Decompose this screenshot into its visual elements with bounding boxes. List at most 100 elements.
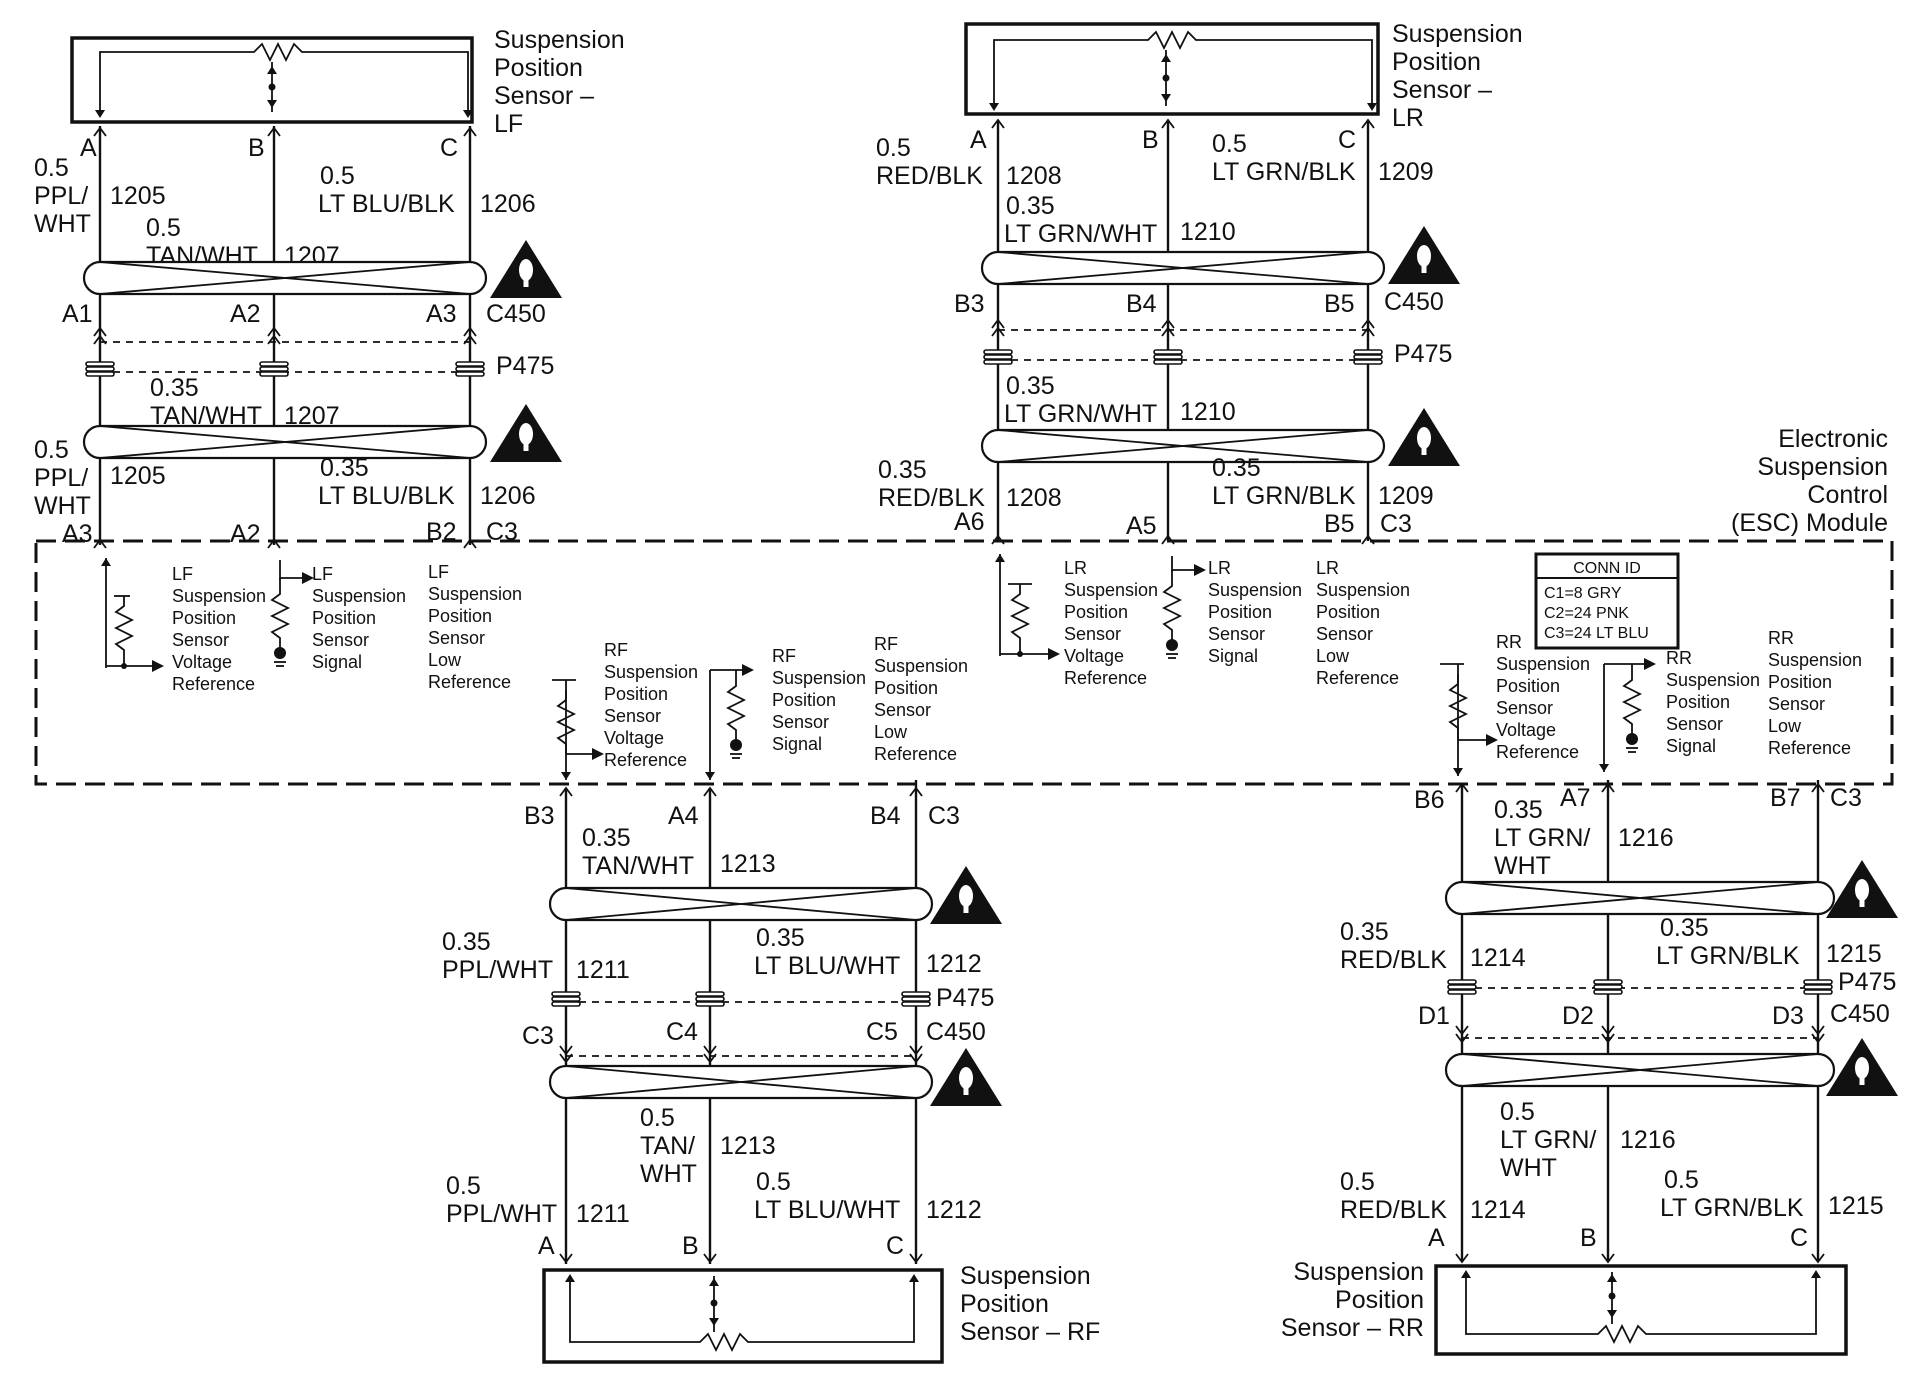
sensor-name-line: Suspension <box>1392 20 1523 48</box>
wire-color: PPL/ <box>34 464 88 492</box>
warning-icon <box>1388 408 1460 466</box>
pin-label: A6 <box>954 508 985 536</box>
wire-size: 0.5 <box>320 162 355 190</box>
pin-label: B7 <box>1770 784 1801 812</box>
connector-name: C450 <box>486 300 546 328</box>
circuit-number: 1214 <box>1470 1196 1526 1224</box>
circuit-number: 1212 <box>926 950 982 978</box>
function-label: Sensor <box>604 706 661 726</box>
function-label: Suspension <box>1208 580 1302 600</box>
splice-pack <box>551 991 581 1007</box>
sensor-name-line: Sensor – <box>1392 76 1492 104</box>
lr-section: Suspension Position Sensor – LR A B C 0.… <box>876 20 1523 688</box>
wire-size: 0.5 <box>756 1168 791 1196</box>
wire-size: 0.5 <box>146 214 181 242</box>
pin-label: C <box>886 1232 904 1260</box>
wire-size: 0.5 <box>640 1104 675 1132</box>
lf-signal-circuit: LF Suspension Position Sensor Signal <box>269 560 406 672</box>
pin-label: C4 <box>666 1018 698 1046</box>
wire-color: LT GRN/BLK <box>1656 942 1800 970</box>
rf-signal-circuit: RF Suspension Position Sensor Signal <box>705 646 866 780</box>
pin-label: A7 <box>1560 784 1591 812</box>
pin-label: B <box>682 1232 699 1260</box>
splice-pack <box>259 361 289 377</box>
splice-pack <box>1153 349 1183 365</box>
function-label: Sensor <box>1496 698 1553 718</box>
wire-color: RED/BLK <box>878 484 985 512</box>
warning-icon <box>1388 226 1460 284</box>
warning-icon <box>1826 860 1898 918</box>
function-label: LR <box>1064 558 1087 578</box>
splice-pack <box>983 349 1013 365</box>
function-label: Reference <box>874 744 957 764</box>
pin-label: B4 <box>1126 290 1157 318</box>
pin-label: B3 <box>524 802 555 830</box>
function-label: Sensor <box>1768 694 1825 714</box>
pin-label: A5 <box>1126 512 1157 540</box>
pin-label: D1 <box>1418 1002 1450 1030</box>
lr-low-reference-label: LR Suspension Position Sensor Low Refere… <box>1316 558 1410 688</box>
rf-voltage-reference-circuit: RF Suspension Position Sensor Voltage Re… <box>552 640 698 780</box>
splice-pack <box>695 991 725 1007</box>
splice-pack <box>455 361 485 377</box>
wire-color: LT GRN/WHT <box>1004 220 1157 248</box>
lf-section: Suspension Position Sensor – LF A B C 0.… <box>34 26 625 694</box>
pin-label: C5 <box>866 1018 898 1046</box>
function-label: Suspension <box>604 662 698 682</box>
wire-color: LT GRN/ <box>1494 824 1590 852</box>
function-label: RF <box>772 646 796 666</box>
rr-signal-circuit: RR Suspension Position Sensor Signal <box>1599 648 1760 772</box>
warning-icon <box>490 404 562 462</box>
pin-label: A <box>538 1232 555 1260</box>
lf-voltage-reference-circuit: LF Suspension Position Sensor Voltage Re… <box>101 558 266 694</box>
function-label: Low <box>428 650 462 670</box>
pin-label: C <box>1338 126 1356 154</box>
function-label: Sensor <box>1064 624 1121 644</box>
circuit-number: 1208 <box>1006 484 1062 512</box>
function-label: Signal <box>312 652 362 672</box>
sensor-name-line: Sensor – <box>494 82 594 110</box>
wire-size: 0.35 <box>1494 796 1543 824</box>
function-label: RR <box>1666 648 1692 668</box>
pin-label: A3 <box>426 300 457 328</box>
wire-color: TAN/WHT <box>582 852 694 880</box>
connector-name: C3 <box>928 802 960 830</box>
splice-name: P475 <box>1838 968 1896 996</box>
sensor-name-line: Position <box>1392 48 1481 76</box>
function-label: Suspension <box>1064 580 1158 600</box>
pin-label: A <box>970 126 987 154</box>
wire-size: 0.5 <box>446 1172 481 1200</box>
pin-label: B6 <box>1414 786 1445 814</box>
pin-label: B <box>1580 1224 1597 1252</box>
function-label: LF <box>428 562 449 582</box>
esc-module-title: Electronic Suspension Control (ESC) Modu… <box>1731 425 1888 537</box>
sensor-name-line: LR <box>1392 104 1424 132</box>
function-label: Reference <box>428 672 511 692</box>
circuit-number: 1208 <box>1006 162 1062 190</box>
circuit-number: 1213 <box>720 1132 776 1160</box>
circuit-number: 1210 <box>1180 218 1236 246</box>
function-label: Suspension <box>172 586 266 606</box>
function-label: Low <box>874 722 908 742</box>
function-label: Low <box>1768 716 1802 736</box>
function-label: Suspension <box>1316 580 1410 600</box>
function-label: Position <box>1316 602 1380 622</box>
lr-voltage-reference-circuit: LR Suspension Position Sensor Voltage Re… <box>995 554 1158 688</box>
pin-label: D3 <box>1772 1002 1804 1030</box>
wire-size: 0.5 <box>34 436 69 464</box>
function-label: Position <box>1666 692 1730 712</box>
function-label: Sensor <box>1666 714 1723 734</box>
module-title-line: Electronic <box>1778 425 1888 453</box>
function-label: Sensor <box>172 630 229 650</box>
pin-label: B <box>248 134 265 162</box>
function-label: Signal <box>1666 736 1716 756</box>
function-label: LR <box>1208 558 1231 578</box>
function-label: Suspension <box>1496 654 1590 674</box>
function-label: Reference <box>1496 742 1579 762</box>
sensor-name-line: LF <box>494 110 523 138</box>
wire-size: 0.35 <box>150 374 199 402</box>
rr-voltage-reference-circuit: RR Suspension Position Sensor Voltage Re… <box>1440 632 1590 776</box>
function-label: Reference <box>1316 668 1399 688</box>
wire-size: 0.35 <box>1340 918 1389 946</box>
function-label: LF <box>172 564 193 584</box>
